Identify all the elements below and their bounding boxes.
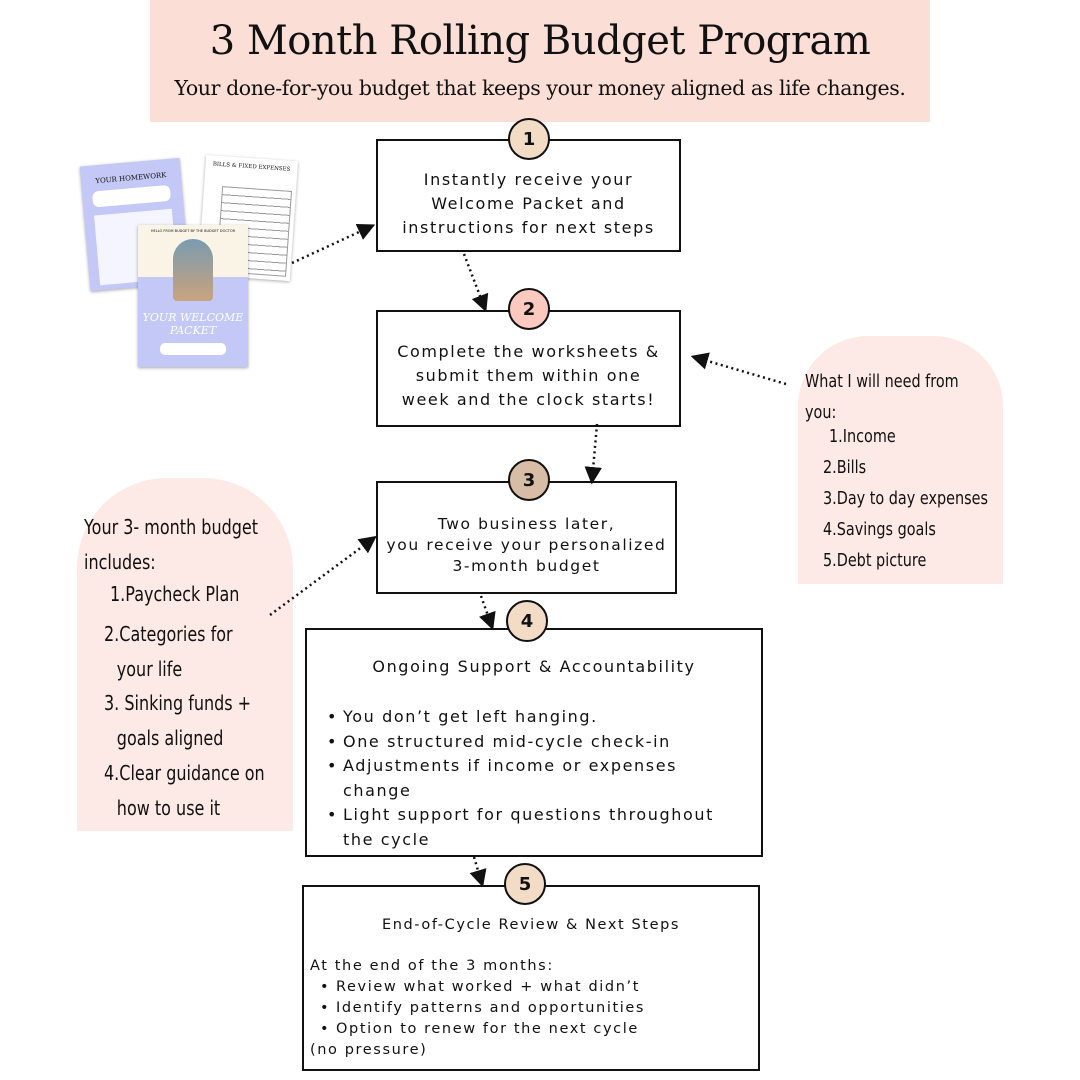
step-1-number-badge: 1 — [508, 118, 550, 160]
step-3-box: Two business later, you receive your per… — [376, 481, 677, 594]
welcome-small-text: HELLO FROM BUDGET BY THE BUDGET DOCTOR — [150, 229, 236, 233]
step-5-bullet: Review what worked + what didn’t — [310, 977, 752, 998]
includes-item: 4.Clear guidance on how to use it — [104, 761, 265, 820]
homework-title: YOUR HOMEWORK — [95, 171, 167, 186]
step-3-line-3: 3-month budget — [452, 557, 601, 575]
bills-title: BILLS & FIXED EXPENSES — [212, 161, 291, 173]
needs-note-heading: What I will need from you: — [805, 371, 959, 423]
needs-item: 4.Savings goals — [823, 519, 936, 540]
arrow-step-1-to-step-2 — [462, 253, 489, 313]
step-4-bullet-list: You don’t get left hanging. One structur… — [317, 705, 751, 852]
welcome-title: YOUR WELCOME PACKET — [142, 311, 244, 337]
page-title: 3 Month Rolling Budget Program — [209, 18, 871, 64]
includes-item: 2.Categories for your life — [104, 622, 233, 681]
includes-item: 3. Sinking funds + goals aligned — [104, 691, 252, 750]
needs-item: 5.Debt picture — [823, 550, 927, 571]
step-3-line-1: Two business later, — [437, 515, 616, 533]
step-4-box: Ongoing Support & Accountability You don… — [305, 628, 763, 857]
arrow-needs-to-step-2 — [690, 352, 787, 386]
step-2-line-2: submit them within one — [415, 366, 642, 385]
arrow-step-4-to-step-5 — [469, 856, 487, 888]
step-4-title: Ongoing Support & Accountability — [372, 657, 696, 676]
step-5-intro: At the end of the 3 months: — [310, 958, 554, 974]
welcome-packet-cover: HELLO FROM BUDGET BY THE BUDGET DOCTOR Y… — [138, 225, 248, 367]
step-3-number-badge: 3 — [508, 459, 550, 501]
step-3-line-2: you receive your personalized — [386, 536, 667, 554]
step-5-bullet: Option to renew for the next cycle — [310, 1019, 752, 1040]
step-5-outro: (no pressure) — [310, 1042, 428, 1058]
needs-item: 1.Income — [829, 426, 896, 447]
arrow-packet-to-step-1 — [291, 223, 376, 265]
step-5-number-badge: 5 — [504, 863, 546, 905]
needs-item: 3.Day to day expenses — [823, 488, 988, 509]
step-1-line-1: Instantly receive your — [423, 170, 634, 189]
step-5-bullet: Identify patterns and opportunities — [310, 998, 752, 1019]
needs-note: What I will need from you: 1.Income 2.Bi… — [798, 336, 1003, 584]
step-1-line-3: instructions for next steps — [402, 218, 655, 237]
page-subtitle: Your done-for-you budget that keeps your… — [174, 76, 906, 100]
step-5-title: End-of-Cycle Review & Next Steps — [381, 917, 681, 933]
step-2-line-3: week and the clock starts! — [401, 390, 656, 409]
step-1-line-2: Welcome Packet and — [431, 194, 626, 213]
heart-hands-photo — [173, 239, 213, 301]
step-2-line-1: Complete the worksheets & — [397, 342, 660, 361]
arrow-step-2-to-step-3 — [584, 423, 602, 485]
step-4-number-badge: 4 — [506, 600, 548, 642]
step-4-bullet: You don’t get left hanging. — [317, 705, 751, 730]
step-4-bullet: Light support for questions throughout t… — [317, 803, 751, 852]
includes-note-heading: Your 3- month budget includes: — [84, 515, 259, 574]
step-2-number-badge: 2 — [508, 288, 550, 330]
step-5-box: End-of-Cycle Review & Next Steps At the … — [302, 885, 760, 1071]
step-4-bullet: One structured mid-cycle check-in — [317, 730, 751, 755]
includes-item: 1.Paycheck Plan — [110, 582, 240, 606]
includes-note: Your 3- month budget includes: 1.Paychec… — [77, 478, 293, 831]
needs-item: 2.Bills — [823, 457, 867, 478]
arrow-step-3-to-step-4 — [479, 595, 496, 631]
header-banner: 3 Month Rolling Budget Program Your done… — [150, 0, 930, 122]
step-4-bullet: Adjustments if income or expenses change — [317, 754, 751, 803]
step-5-bullet-list: Review what worked + what didn’t Identif… — [310, 977, 752, 1040]
